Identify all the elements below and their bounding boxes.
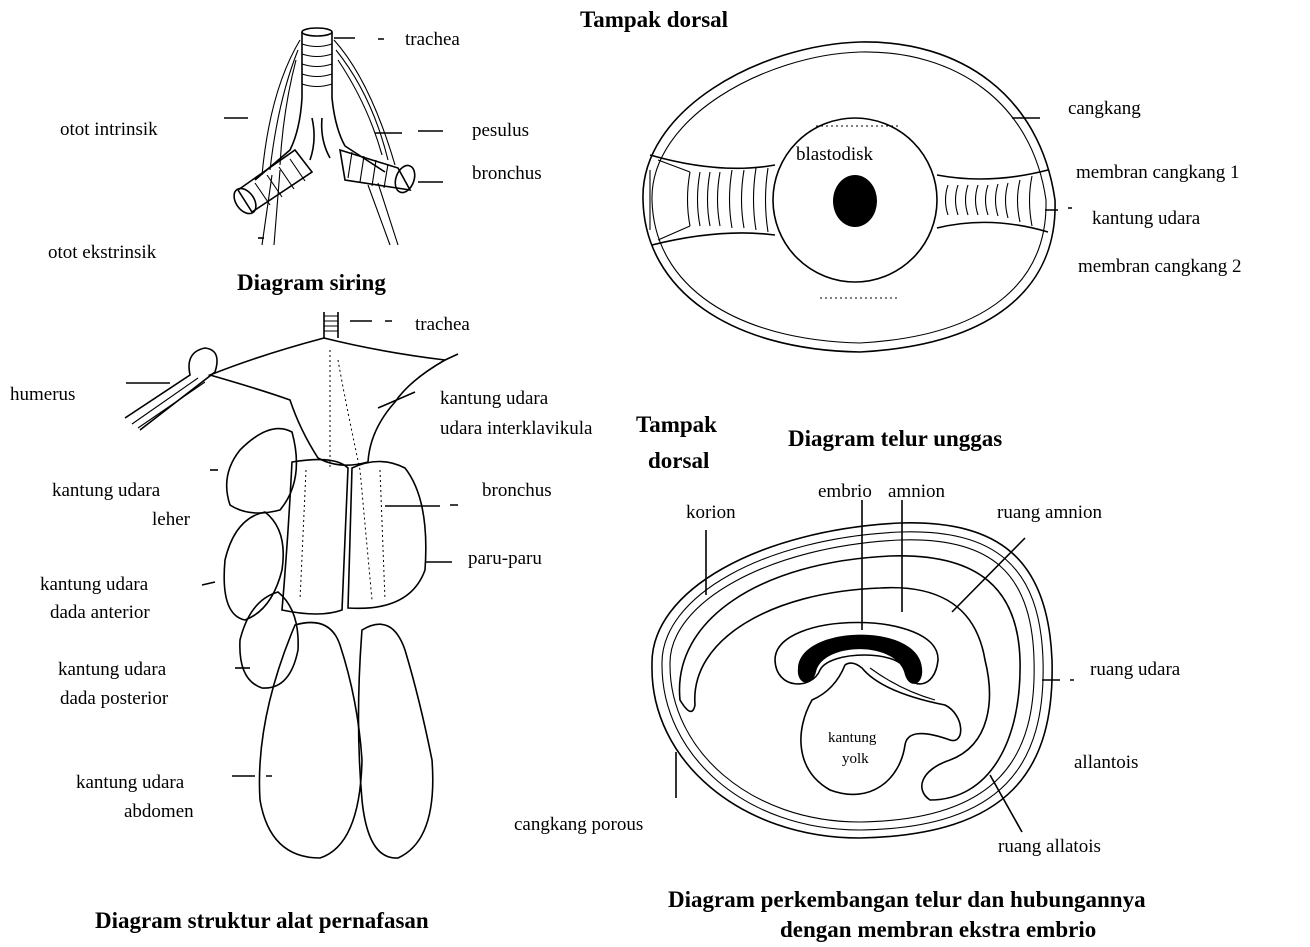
resp-abdominal-sac-left [259,623,362,859]
label-leher-line1: kantung udara [52,480,161,501]
label-kantung-yolk-line2: yolk [842,751,869,767]
label-amnion: amnion [888,481,945,502]
dev-yolk-sac [801,663,961,794]
resp-trachea [324,312,338,338]
resp-lung-left [282,460,348,614]
label-dada-posterior-line1: kantung udara [58,659,167,680]
label-ruang-udara: ruang udara [1090,659,1181,680]
syrinx-trachea [302,28,332,98]
label-otot-ekstrinsik: otot ekstrinsik [48,242,157,263]
label-bronchus-syrinx: bronchus [472,163,542,184]
label-ruang-allatois: ruang allatois [998,836,1101,857]
development-caption-line1: Diagram perkembangan telur dan hubungann… [668,887,1146,912]
label-ruang-amnion: ruang amnion [997,502,1103,523]
respiratory-title: Diagram struktur alat pernafasan [95,908,429,933]
label-abdomen-line2: abdomen [124,801,194,822]
label-kantung-yolk-line1: kantung [828,730,877,746]
label-kantung-udara-egg: kantung udara [1092,208,1201,229]
resp-cervical-sac [227,429,297,513]
label-allantois: allantois [1074,752,1138,773]
respiratory-diagram: trachea humerus kantung udara udara inte… [10,312,593,933]
development-diagram: Tampak dorsal embrio amnion korion ruang… [514,412,1181,942]
label-trachea-syrinx: trachea [405,29,460,50]
development-side-title-1: Tampak [636,412,717,437]
resp-lung-right [348,462,426,609]
resp-humerus [125,348,458,430]
syrinx-muscles [262,40,398,245]
label-korion: korion [686,502,736,523]
label-interklavikula-line2: udara interklavikula [440,418,593,439]
syrinx-title: Diagram siring [237,270,386,295]
label-abdomen-line1: kantung udara [76,772,185,793]
label-embrio: embrio [818,481,872,502]
label-cangkang-porous: cangkang porous [514,814,643,835]
label-bronchus-resp: bronchus [482,480,552,501]
label-dada-anterior-line2: dada anterior [50,602,150,623]
egg-top-title: Tampak dorsal [580,7,728,32]
egg-diagram: Tampak dorsal cangkang blastodisk membra… [580,7,1242,451]
label-trachea-resp: trachea [415,314,470,335]
development-side-title-2: dorsal [648,448,709,473]
label-cangkang: cangkang [1068,98,1141,119]
egg-blastodisc [833,175,877,227]
label-leher-line2: leher [152,509,191,530]
egg-chalaza-right [937,170,1048,232]
label-interklavikula-line1: kantung udara [440,388,549,409]
label-membran-cangkang-1: membran cangkang 1 [1076,162,1240,183]
label-dada-posterior-line2: dada posterior [60,688,169,709]
label-paru-paru: paru-paru [468,548,542,569]
egg-caption: Diagram telur unggas [788,426,1002,451]
label-humerus: humerus [10,384,75,405]
label-blastodisk: blastodisk [796,144,874,165]
syrinx-bronchi [230,150,419,218]
label-membran-cangkang-2: membran cangkang 2 [1078,256,1242,277]
resp-abdominal-sac-right [359,624,433,858]
label-dada-anterior-line1: kantung udara [40,574,149,595]
dev-shell [652,523,1052,838]
resp-interclavicular-sac [210,338,445,465]
label-pesulus: pesulus [472,120,529,141]
development-caption-line2: dengan membran ekstra embrio [780,917,1096,942]
resp-anterior-thoracic-sac [224,512,283,620]
syrinx-diagram: trachea otot intrinsik pesulus bronchus … [48,28,542,295]
egg-chalaza-left [650,155,775,245]
label-otot-intrinsik: otot intrinsik [60,119,158,140]
